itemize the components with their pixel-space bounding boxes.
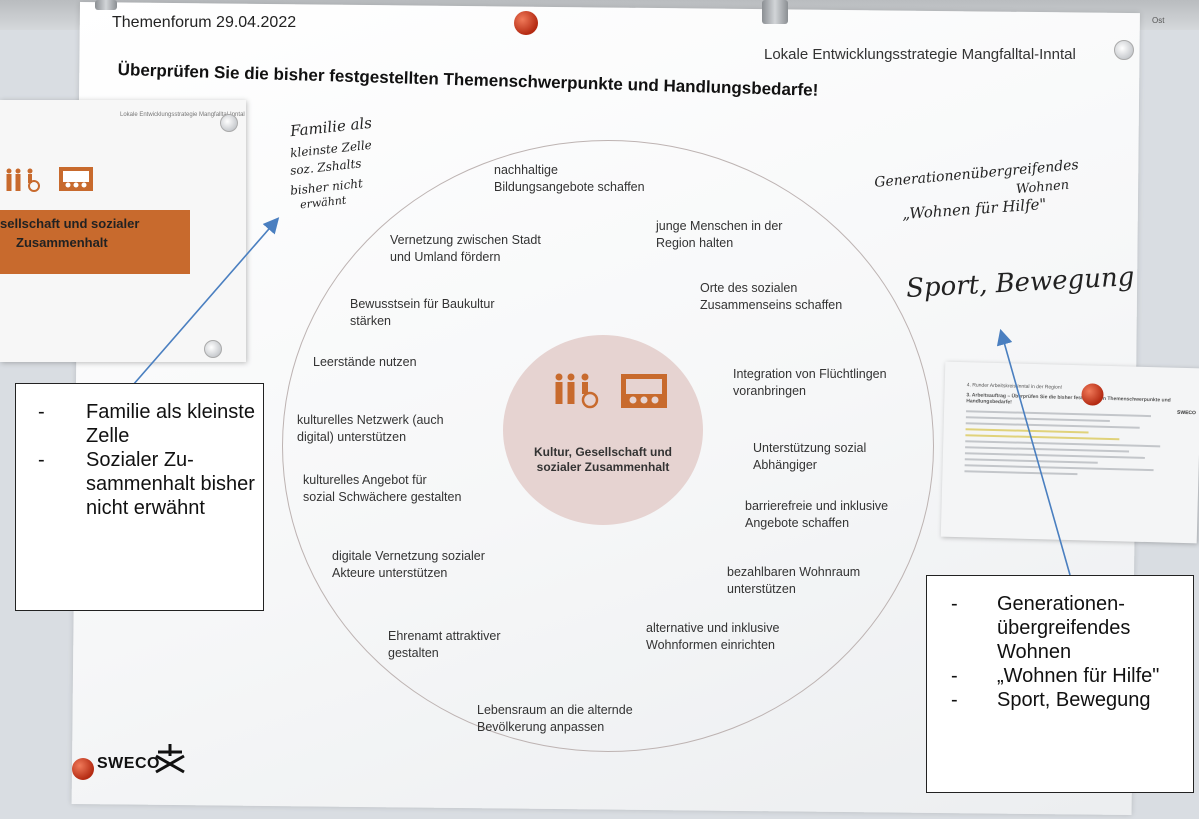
- pushpin-top: [514, 11, 538, 35]
- corner-logo-text: Ost​: [1152, 16, 1165, 25]
- center-category-label: Kultur, Gesellschaft und sozialer Zusamm…: [503, 445, 703, 475]
- callout-box-left: - Familie als kleinste Zelle - Sozialer …: [15, 383, 264, 611]
- poster-date-title: Themenforum 29.04.2022: [112, 14, 297, 31]
- pushpin-clear-top-right: [1114, 40, 1134, 60]
- right-worksheet: 4. Runder Arbeitskreis Inntal in der Reg…: [940, 361, 1199, 544]
- callout-box-right: - Generationen-übergreifendes Wohnen - „…: [926, 575, 1194, 793]
- sweco-star-icon: [155, 744, 185, 774]
- topic-circle-center: [503, 335, 703, 525]
- family-wheelchair-icon: [555, 373, 599, 409]
- binder-clip-left: [95, 0, 117, 10]
- theater-audience-icon: [59, 167, 93, 191]
- pushpin-clear-left-top: [220, 114, 238, 132]
- left-band-line2: Zusammenhalt: [16, 235, 108, 250]
- center-people-icons: [555, 373, 667, 409]
- topic-circle-outer: [282, 140, 934, 752]
- theater-audience-icon: [621, 374, 667, 408]
- topic-item: Leerstände nutzen: [313, 355, 417, 369]
- center-label-line1: Kultur, Gesellschaft und: [533, 445, 673, 459]
- left-sheet-category-band: sellschaft und sozialer Zusammenhalt: [0, 210, 190, 274]
- family-wheelchair-icon: [6, 168, 40, 192]
- pushpin-clear-left-bottom: [204, 340, 222, 358]
- callout-item: - Sozialer Zu-sammenhalt bisher nicht er…: [38, 449, 255, 519]
- left-band-line1: sellschaft und sozialer: [0, 216, 140, 231]
- callout-item: - Generationen-übergreifendes Wohnen: [951, 593, 1131, 663]
- worksheet-logo: SWECO: [1176, 409, 1197, 417]
- worksheet-title: 4. Runder Arbeitskreis Inntal in der Reg…: [966, 382, 1063, 391]
- poster-subtitle: Lokale Entwicklungsstrategie Mangfalltal…: [764, 46, 1076, 63]
- worksheet-text-lines: [964, 410, 1171, 481]
- sweco-logo: SWECO: [97, 755, 160, 772]
- callout-item: - Familie als kleinste Zelle: [38, 401, 255, 447]
- pushpin-bottom-left: [72, 758, 94, 780]
- callout-item: - „Wohnen für Hilfe": [951, 665, 1160, 687]
- center-label-line2: sozialer Zusammenhalt: [536, 460, 670, 474]
- left-poster-sheet: Lokale Entwicklungsstrategie Mangfalltal…: [0, 100, 246, 362]
- binder-clip-center: [762, 0, 788, 24]
- left-sheet-small-text: Lokale Entwicklungsstrategie Mangfalltal…: [120, 112, 245, 118]
- callout-item: - Sport, Bewegung: [951, 689, 1151, 711]
